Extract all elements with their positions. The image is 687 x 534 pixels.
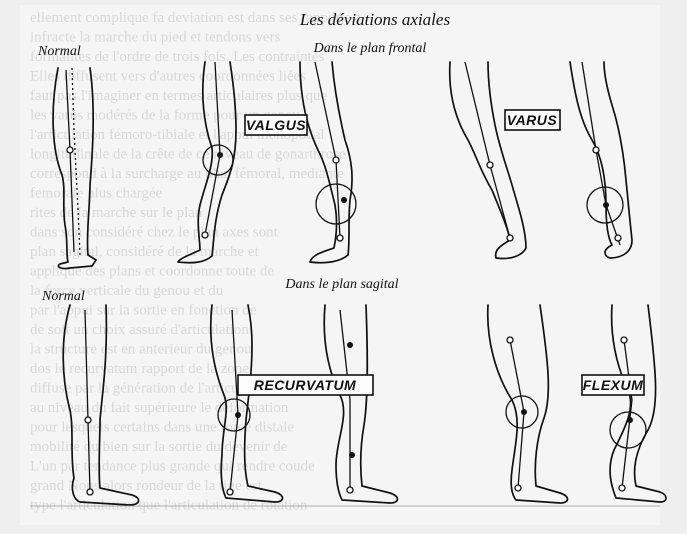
normal-label-frontal: Normal	[37, 44, 81, 59]
sagittal-plane-heading: Dans le plan sagital	[284, 277, 398, 292]
frontal-plane-heading: Dans le plan frontal	[313, 41, 427, 56]
normal-label-sagittal: Normal	[41, 289, 85, 304]
knee-joint-normal-frontal	[67, 147, 73, 153]
figure-plate	[20, 5, 660, 525]
varus-label: VARUS	[507, 112, 558, 128]
figure-title: Les déviations axiales	[299, 10, 451, 29]
recurvatum-label: RECURVATUM	[254, 377, 356, 393]
valgus-label: VALGUS	[246, 117, 306, 133]
flexum-label: FLEXUM	[583, 377, 644, 393]
